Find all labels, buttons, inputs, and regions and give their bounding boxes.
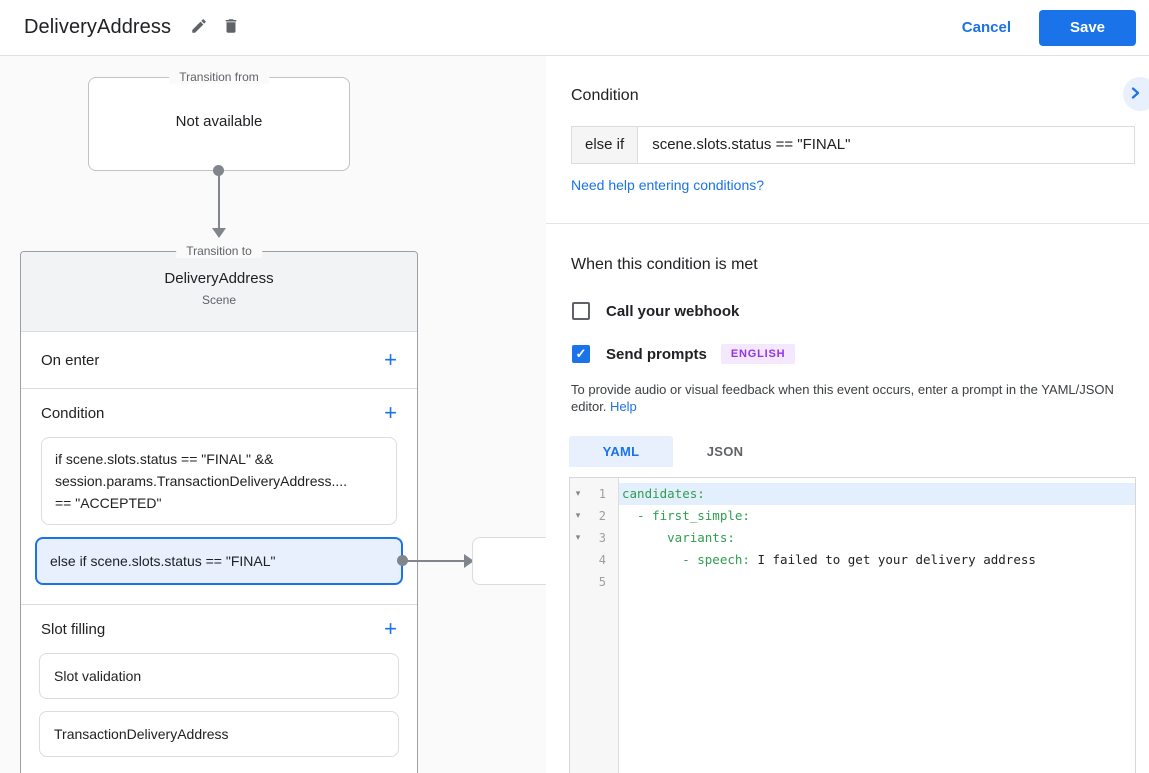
language-badge: ENGLISH <box>720 344 796 364</box>
scene-card-header[interactable]: DeliveryAddress Scene <box>21 252 417 332</box>
save-button[interactable]: Save <box>1039 9 1136 46</box>
transition-from-label: Transition from <box>169 70 269 84</box>
slot-item[interactable]: Slot validation <box>39 653 399 699</box>
slot-filling-title: Slot filling <box>41 620 106 638</box>
section-slot-filling: Slot filling + Slot validation Transacti… <box>21 605 417 757</box>
scene-canvas[interactable]: Transition from Not available Transition… <box>0 56 546 773</box>
checkmark-icon: ✓ <box>575 346 587 361</box>
yaml-code-editor[interactable]: ▾ 1 ▾ 2 ▾ 3 4 5 candidates: - first_simple:… <box>569 477 1136 773</box>
slot-item[interactable]: TransactionDeliveryAddress <box>39 711 399 757</box>
editor-tabs: YAML JSON <box>569 436 1149 467</box>
line-number: 4 <box>598 553 606 567</box>
chevron-right-icon <box>1129 86 1141 102</box>
when-met-title: When this condition is met <box>571 256 758 273</box>
collapse-panel-button[interactable] <box>1123 77 1149 111</box>
yaml-syntax: candidates: <box>622 486 705 501</box>
condition-editor-panel: Condition else if scene.slots.status == … <box>546 56 1149 773</box>
panel-divider <box>546 223 1149 224</box>
yaml-syntax: - first_simple: <box>622 508 750 523</box>
transition-from-content: Not available <box>175 112 263 130</box>
pencil-icon <box>190 17 208 38</box>
code-line: candidates: <box>619 483 1135 505</box>
editor-gutter: ▾ 1 ▾ 2 ▾ 3 4 5 <box>570 478 619 773</box>
yaml-syntax: - speech: <box>622 552 750 567</box>
condition-expression-row: else if scene.slots.status == "FINAL" <box>571 126 1135 164</box>
line-number: 2 <box>598 509 606 523</box>
send-prompts-label: Send prompts <box>606 345 707 363</box>
condition-section-title: Condition <box>41 404 105 422</box>
panel-title: Condition <box>571 87 639 104</box>
arrow-right-icon <box>464 554 474 568</box>
code-line: - first_simple: <box>619 505 1135 527</box>
yaml-text: I failed to get your delivery address <box>749 552 1036 567</box>
trash-icon <box>222 17 240 38</box>
cancel-button[interactable]: Cancel <box>961 19 1011 36</box>
condition-expression-input[interactable]: scene.slots.status == "FINAL" <box>652 136 851 153</box>
delete-scene-button[interactable] <box>215 12 247 44</box>
on-enter-title: On enter <box>41 351 100 369</box>
code-line <box>619 571 1135 593</box>
yaml-syntax: variants: <box>622 530 735 545</box>
condition-item[interactable]: if scene.slots.status == "FINAL" && sess… <box>41 437 397 525</box>
top-bar: DeliveryAddress Cancel Save <box>0 0 1149 56</box>
prompt-description: To provide audio or visual feedback when… <box>571 381 1121 415</box>
code-line: - speech: I failed to get your delivery … <box>619 549 1135 571</box>
help-link[interactable]: Help <box>610 399 637 414</box>
call-webhook-checkbox[interactable] <box>572 302 590 320</box>
send-prompts-row: ✓ Send prompts ENGLISH <box>572 344 1149 364</box>
section-condition: Condition + if scene.slots.status == "FI… <box>21 389 417 605</box>
tab-yaml[interactable]: YAML <box>569 436 673 467</box>
tab-json[interactable]: JSON <box>706 444 744 459</box>
fold-toggle-icon[interactable]: ▾ <box>575 511 581 521</box>
scene-type: Scene <box>201 293 237 307</box>
prompt-description-text: To provide audio or visual feedback when… <box>571 382 1114 414</box>
condition-item-selected[interactable]: else if scene.slots.status == "FINAL" <box>35 537 403 585</box>
add-on-enter-button[interactable]: + <box>384 347 397 372</box>
conditions-help-link[interactable]: Need help entering conditions? <box>571 177 765 193</box>
add-slot-button[interactable]: + <box>384 616 397 641</box>
transition-to-label: Transition to <box>176 244 262 258</box>
webhook-row: Call your webhook <box>572 302 1149 320</box>
connector-line-vertical <box>218 170 220 230</box>
arrow-down-icon <box>212 228 226 238</box>
transition-from-box: Transition from Not available <box>88 70 350 171</box>
line-number: 5 <box>598 575 606 589</box>
add-condition-button[interactable]: + <box>384 400 397 425</box>
edit-scene-button[interactable] <box>183 12 215 44</box>
scene-name: DeliveryAddress <box>164 270 274 287</box>
transition-target-box <box>472 537 546 585</box>
condition-prefix-label: else if <box>572 127 639 163</box>
editor-code-area[interactable]: candidates: - first_simple: variants: - … <box>619 478 1135 773</box>
line-number: 3 <box>598 531 606 545</box>
section-on-enter: On enter + <box>21 332 417 389</box>
page-title: DeliveryAddress <box>24 16 172 38</box>
connector-line-horizontal <box>403 560 466 562</box>
fold-toggle-icon[interactable]: ▾ <box>575 489 581 499</box>
call-webhook-label: Call your webhook <box>606 302 740 320</box>
fold-toggle-icon[interactable]: ▾ <box>575 533 581 543</box>
code-line: variants: <box>619 527 1135 549</box>
line-number: 1 <box>598 487 606 501</box>
transition-to-card: Transition to DeliveryAddress Scene On e… <box>20 244 418 773</box>
connector-dot <box>397 555 408 566</box>
send-prompts-checkbox[interactable]: ✓ <box>572 345 590 363</box>
